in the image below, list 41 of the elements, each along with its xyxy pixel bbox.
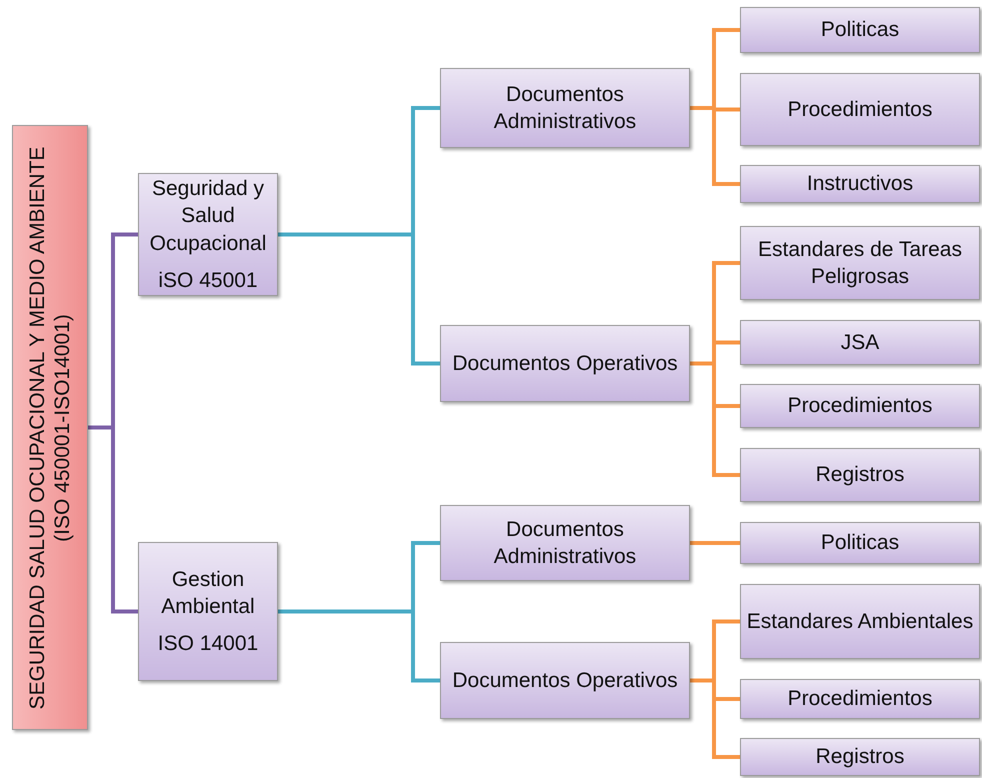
- box-label: Procedimientos: [788, 96, 932, 123]
- box-label: Documentos Administrativos: [492, 82, 638, 135]
- box-label: Documentos Operativos: [452, 668, 678, 694]
- box-label: Estandares Ambientales: [746, 608, 974, 635]
- process-box: [440, 642, 690, 719]
- process-box: [440, 505, 690, 581]
- process-box: [740, 384, 980, 428]
- box-label: JSA: [840, 330, 880, 356]
- box-label: Seguridad y Salud Ocupacional: [148, 176, 268, 256]
- box-label: Documentos Operativos: [452, 350, 678, 377]
- process-box: [740, 165, 980, 203]
- box-label: ISO 14001: [158, 631, 258, 658]
- process-box: [740, 226, 980, 300]
- process-box: [740, 73, 980, 146]
- process-box: [138, 542, 278, 681]
- box-label: Gestion Ambiental: [160, 566, 256, 620]
- process-box: [740, 7, 980, 53]
- process-box: [740, 738, 980, 776]
- connector-line: [690, 541, 740, 545]
- process-box: [440, 68, 690, 148]
- process-box: [740, 522, 980, 564]
- process-box: [740, 448, 980, 502]
- process-box: [138, 173, 278, 296]
- box-label: Registros: [816, 744, 904, 770]
- process-box: [440, 325, 690, 402]
- box-label: Instructivos: [806, 171, 914, 198]
- box-label: Politicas: [820, 17, 900, 44]
- box-label: iSO 45001: [158, 268, 258, 294]
- process-box: [740, 679, 980, 719]
- connector-line: [278, 232, 440, 366]
- box-label: Estandares de Tareas Peligrosas: [757, 236, 963, 290]
- process-box: [740, 320, 980, 365]
- process-box: [740, 584, 980, 659]
- root-box: [12, 125, 88, 730]
- connector-line: [88, 426, 138, 614]
- box-label: SEGURIDAD SALUD OCUPACIONAL Y MEDIO AMBIENTE (ISO 450001-ISO14001): [24, 145, 75, 711]
- box-label: Documentos Administrativos: [492, 516, 638, 570]
- box-label: Politicas: [820, 530, 900, 556]
- box-label: Procedimientos: [788, 686, 932, 712]
- box-label: Procedimientos: [788, 393, 932, 420]
- box-label: Registros: [816, 462, 904, 488]
